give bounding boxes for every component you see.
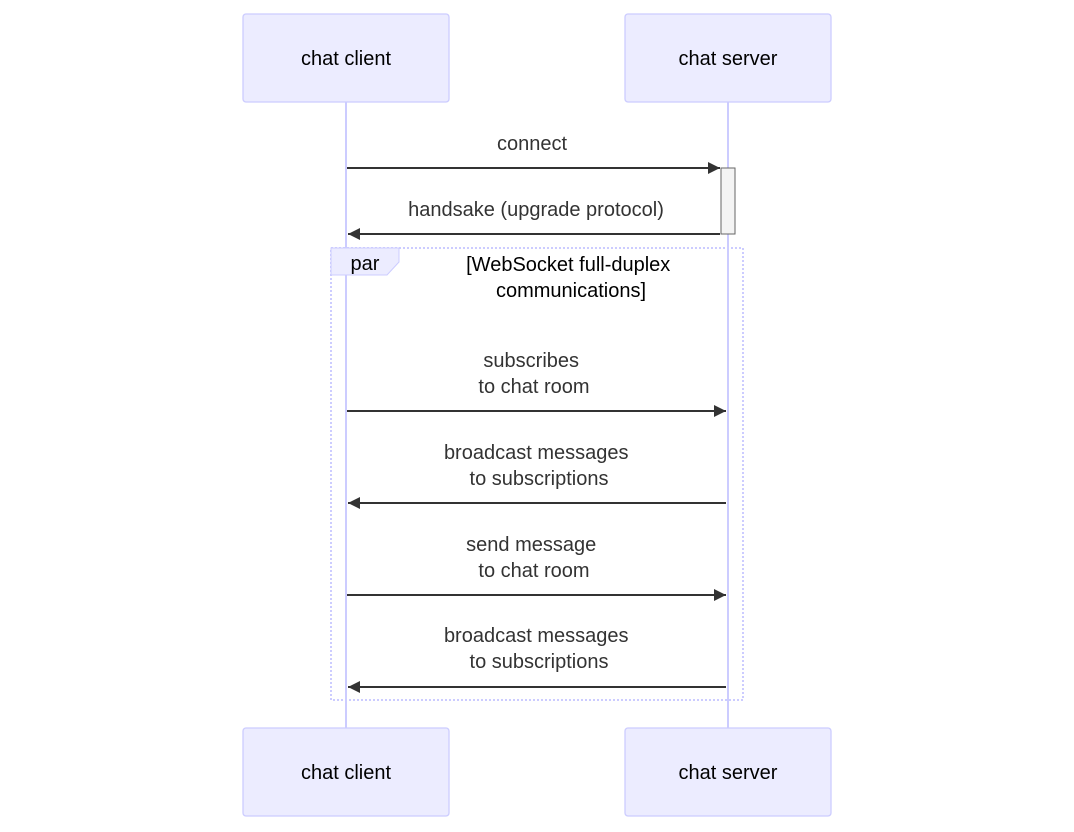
actor-box	[624, 727, 832, 817]
message-send: send message to chat room	[347, 534, 726, 601]
message-label: broadcast messages to subscriptions	[444, 625, 634, 673]
par-label-box	[330, 247, 400, 276]
message-label-line: send message	[466, 534, 596, 556]
par-fragment: par [WebSocket full-duplex communication…	[330, 247, 744, 701]
actor-server-top: chat server	[624, 13, 832, 103]
actor-client-top: chat client	[242, 13, 450, 103]
par-condition-line: communications]	[496, 280, 646, 302]
par-condition: [WebSocket full-duplex communications]	[466, 254, 676, 302]
par-keyword: par	[351, 253, 380, 275]
message-label-line: to chat room	[478, 560, 589, 582]
message-handshake: handsake (upgrade protocol)	[348, 199, 720, 240]
message-connect: connect	[347, 133, 720, 174]
message-label-line: to chat room	[478, 376, 589, 398]
message-subscribes: subscribes to chat room	[347, 350, 726, 417]
message-label: send message to chat room	[466, 534, 602, 582]
actor-label: chat server	[679, 762, 778, 784]
message-label: subscribes to chat room	[478, 350, 589, 398]
actor-label: chat client	[301, 48, 391, 70]
actor-server-bottom: chat server	[624, 727, 832, 817]
server-activation	[720, 167, 736, 235]
actor-label: chat client	[301, 762, 391, 784]
actor-box	[242, 727, 450, 817]
message-label-line: broadcast messages	[444, 625, 629, 647]
actor-label: chat server	[679, 48, 778, 70]
message-label-line: to subscriptions	[470, 651, 609, 673]
message-label-line: subscribes	[483, 350, 579, 372]
par-frame	[330, 247, 744, 701]
actor-box	[624, 13, 832, 103]
message-label: broadcast messages to subscriptions	[444, 442, 634, 490]
actor-box	[242, 13, 450, 103]
actor-client-bottom: chat client	[242, 727, 450, 817]
message-label-line: broadcast messages	[444, 442, 629, 464]
message-broadcast: broadcast messages to subscriptions	[348, 625, 726, 693]
message-label: connect	[497, 133, 567, 155]
message-label-line: to subscriptions	[470, 468, 609, 490]
par-condition-line: [WebSocket full-duplex	[466, 254, 670, 276]
message-broadcast: broadcast messages to subscriptions	[348, 442, 726, 509]
message-label: handsake (upgrade protocol)	[408, 199, 664, 221]
